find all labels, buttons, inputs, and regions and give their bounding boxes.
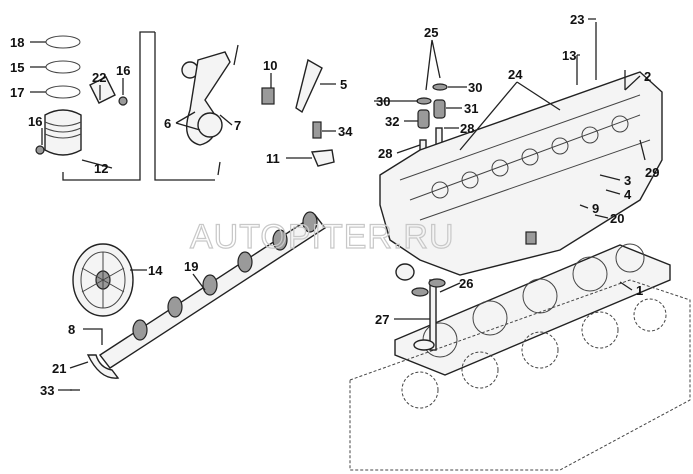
callout-14: 14 [148, 263, 163, 278]
callout-20: 20 [610, 211, 624, 226]
callout-3: 3 [624, 173, 631, 188]
callout-16b: 16 [28, 114, 42, 129]
leader-lines [30, 18, 646, 391]
piston-rings [45, 35, 81, 99]
callout-16: 16 [116, 63, 130, 78]
callout-18: 18 [10, 35, 24, 50]
connecting-rod [181, 44, 239, 176]
callout-10: 10 [263, 58, 277, 73]
piston [44, 109, 82, 156]
callout-22: 22 [92, 70, 106, 85]
camshaft-gear [72, 243, 134, 317]
callout-34: 34 [338, 124, 353, 139]
callout-21: 21 [52, 361, 66, 376]
callout-30: 30 [468, 80, 482, 95]
callout-17: 17 [10, 85, 24, 100]
callout-8: 8 [68, 322, 75, 337]
callout-13: 13 [562, 48, 576, 63]
callout-30b: 30 [376, 94, 390, 109]
callout-12: 12 [94, 161, 108, 176]
callout-24: 24 [508, 67, 523, 82]
camshaft [70, 211, 327, 391]
engine-block-outline [349, 279, 691, 471]
callout-7: 7 [234, 118, 241, 133]
callout-33: 33 [40, 383, 54, 398]
callout-1: 1 [636, 283, 643, 298]
callout-6: 6 [164, 116, 171, 131]
callout-4: 4 [624, 187, 632, 202]
callout-31: 31 [464, 101, 478, 116]
watermark: AUTOPITER.RU [190, 218, 455, 256]
head-gasket [394, 243, 671, 376]
callout-2: 2 [644, 69, 651, 84]
callout-32: 32 [385, 114, 399, 129]
callout-28: 28 [460, 121, 474, 136]
callout-19: 19 [184, 259, 198, 274]
callout-29: 29 [645, 165, 659, 180]
injector [261, 58, 335, 167]
callout-28b: 28 [378, 146, 392, 161]
callout-27: 27 [375, 312, 389, 327]
callout-25: 25 [424, 25, 438, 40]
callout-11: 11 [266, 151, 280, 166]
piston-pin [35, 76, 128, 155]
callout-labels: 18 15 17 22 16 16 12 6 7 10 5 34 11 25 3… [10, 12, 659, 398]
cylinder-head [379, 22, 663, 281]
callout-15: 15 [10, 60, 24, 75]
callout-26: 26 [459, 276, 473, 291]
callout-9: 9 [592, 201, 599, 216]
callout-23: 23 [570, 12, 584, 27]
callout-5: 5 [340, 77, 347, 92]
